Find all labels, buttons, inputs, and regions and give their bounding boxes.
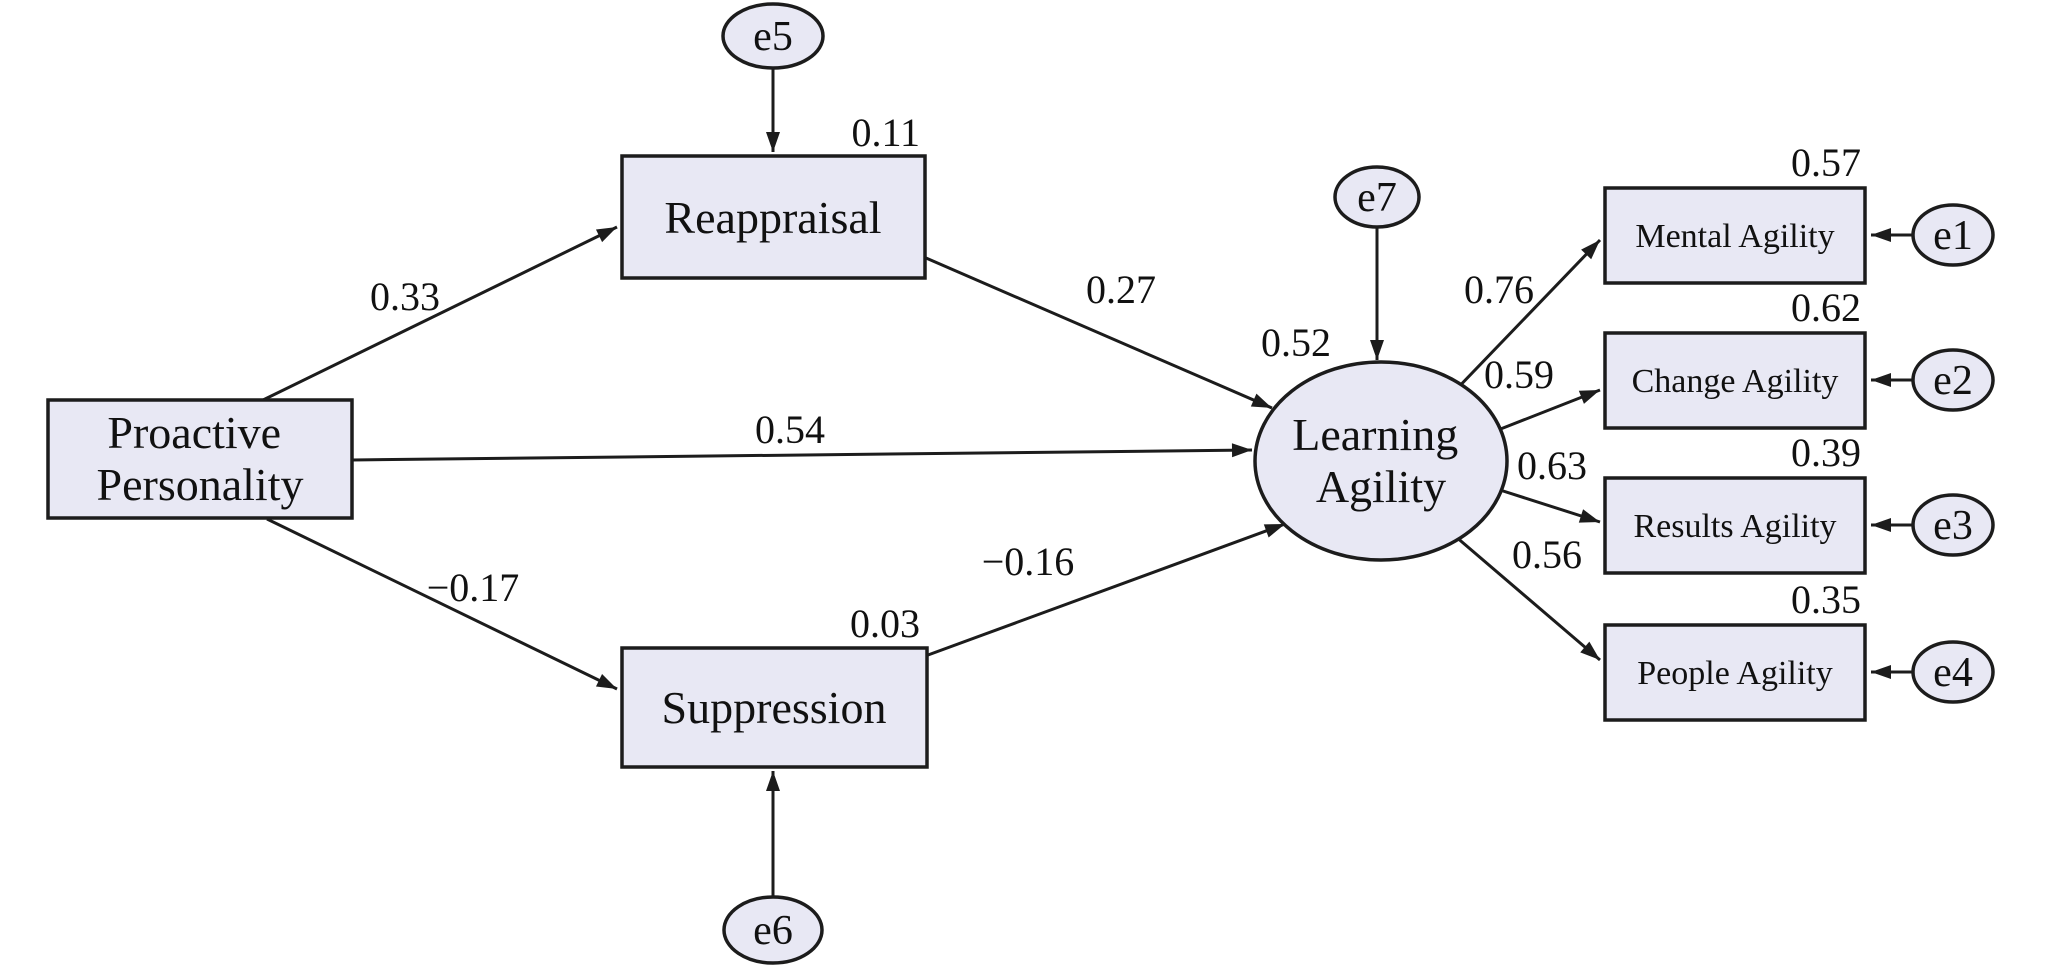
observed-reappraisal-box xyxy=(620,154,927,280)
path-suppression-to-learning-agility-arrow xyxy=(927,522,1286,657)
indicator-people-agility-box xyxy=(1603,623,1867,722)
variance-label-mental-agility: 0.57 xyxy=(1791,140,1861,185)
proactive-personality-label-line1: Proactive xyxy=(107,407,281,458)
coefficient-pp-to-learning: 0.54 xyxy=(755,407,825,452)
indicator-change-agility-box xyxy=(1603,331,1867,430)
proactive-personality-label-line2: Personality xyxy=(97,459,304,510)
variance-label-reappraisal: 0.11 xyxy=(851,110,920,155)
observed-suppression-box xyxy=(620,646,929,769)
path-learning-to-people-agility-arrow xyxy=(1447,528,1601,662)
coefficient-suppression-to-learning: −0.16 xyxy=(982,539,1075,584)
coefficient-pp-to-reappraisal: 0.33 xyxy=(370,274,440,319)
coefficient-learning-to-change: 0.59 xyxy=(1484,352,1554,397)
observed-proactive-personality-box xyxy=(46,398,354,520)
error-e4-ellipse xyxy=(1911,640,1995,704)
indicator-results-agility-box xyxy=(1603,476,1867,575)
error-e6-ellipse xyxy=(722,895,824,965)
learning-agility-label: Learning Agility xyxy=(1292,409,1470,512)
path-learning-to-mental-agility-arrow xyxy=(1448,238,1602,398)
coefficient-reappraisal-to-learning: 0.27 xyxy=(1086,267,1156,312)
error-e7-ellipse xyxy=(1333,165,1421,229)
coefficient-learning-to-people: 0.56 xyxy=(1512,532,1582,577)
error-e2-ellipse xyxy=(1911,348,1995,412)
path-learning-to-change-agility-arrow xyxy=(1497,388,1601,432)
people-agility-label: People Agility xyxy=(1637,655,1833,692)
learning-agility-label-line1: Learning xyxy=(1292,409,1458,460)
coefficient-learning-to-mental: 0.76 xyxy=(1464,267,1534,312)
edges xyxy=(262,69,1912,896)
path-reappraisal-to-learning-agility-arrow xyxy=(925,256,1273,410)
path-learning-to-results-agility-arrow xyxy=(1499,488,1601,524)
suppression-label: Suppression xyxy=(662,682,887,733)
error-e2-label: e2 xyxy=(1933,358,1973,404)
variance-label-results-agility: 0.39 xyxy=(1791,430,1861,475)
error-e5-label: e5 xyxy=(753,14,793,60)
error-e1-label: e1 xyxy=(1933,213,1973,259)
error-e1-ellipse xyxy=(1911,203,1995,267)
error-e4-label: e4 xyxy=(1933,650,1973,696)
variance-label-change-agility: 0.62 xyxy=(1791,285,1861,330)
change-agility-label: Change Agility xyxy=(1632,363,1839,400)
variance-label-people-agility: 0.35 xyxy=(1791,577,1861,622)
path-proactive-to-learning-agility-arrow xyxy=(351,443,1253,462)
variance-label-suppression: 0.03 xyxy=(850,601,920,646)
latent-learning-agility-ellipse xyxy=(1253,360,1509,562)
mental-agility-label: Mental Agility xyxy=(1635,218,1834,255)
path-proactive-to-suppression-arrow xyxy=(266,517,618,691)
results-agility-label: Results Agility xyxy=(1633,508,1836,545)
error-e3-label: e3 xyxy=(1933,503,1973,549)
error-e6-label: e6 xyxy=(753,908,793,954)
indicator-mental-agility-box xyxy=(1603,186,1867,285)
proactive-personality-label: Proactive Personality xyxy=(97,407,304,510)
error-e7-label: e7 xyxy=(1357,175,1397,221)
error-e3-ellipse xyxy=(1911,493,1995,557)
variance-label-learning-agility: 0.52 xyxy=(1261,320,1331,365)
variance-labels: 0.11 0.03 0.52 0.57 0.62 0.39 0.35 xyxy=(850,110,1861,646)
coefficient-learning-to-results: 0.63 xyxy=(1517,443,1587,488)
reappraisal-label: Reappraisal xyxy=(664,192,881,243)
path-proactive-to-reappraisal-arrow xyxy=(262,225,618,402)
coefficient-labels: 0.33 0.54 −0.17 0.27 −0.16 0.76 0.59 0.6… xyxy=(370,267,1587,610)
nodes: Proactive Personality Reappraisal Suppre… xyxy=(46,2,1995,965)
coefficient-pp-to-suppression: −0.17 xyxy=(427,565,520,610)
error-e5-ellipse xyxy=(721,2,825,70)
learning-agility-label-line2: Agility xyxy=(1316,461,1446,512)
